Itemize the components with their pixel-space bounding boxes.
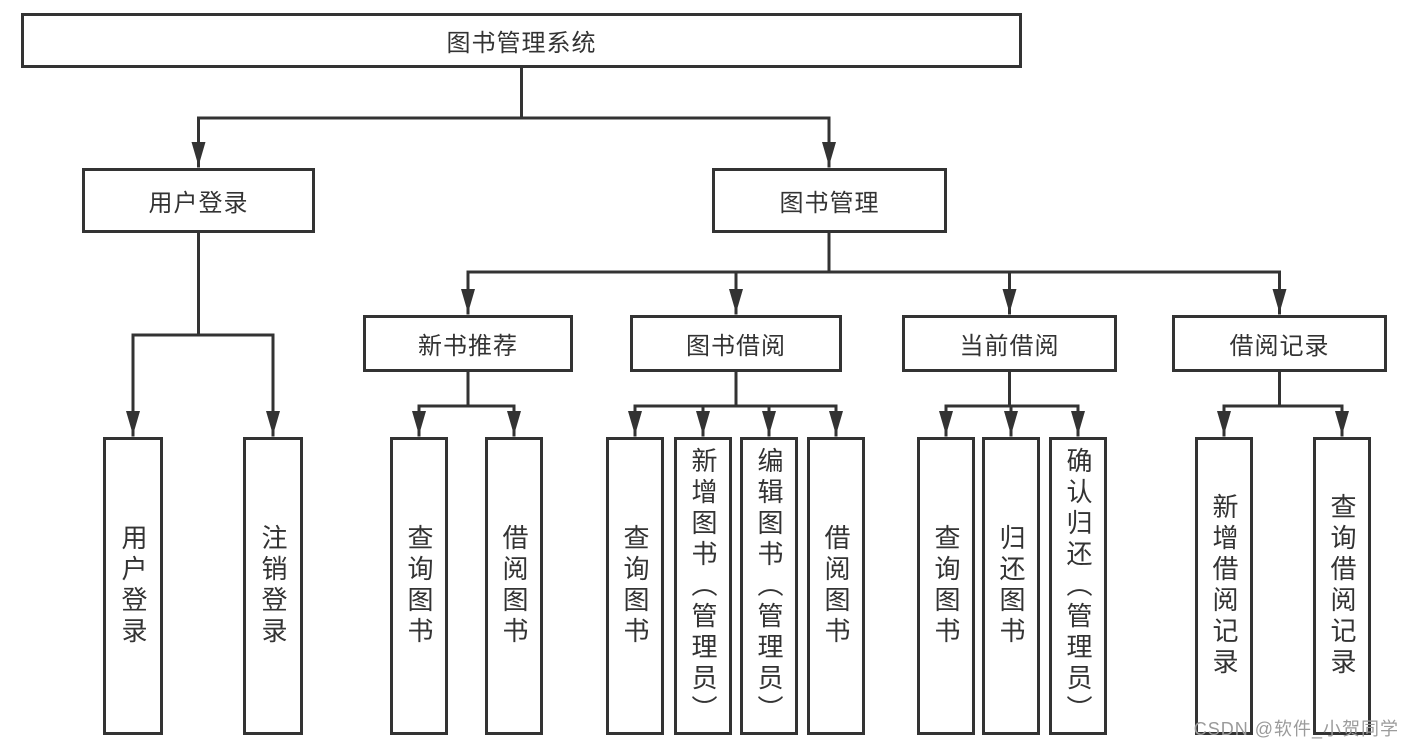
leaf-query-books-current: 查询图书: [917, 437, 975, 735]
node-current-borrow: 当前借阅: [902, 315, 1117, 372]
leaf-user-login: 用户登录: [103, 437, 163, 735]
leaf-add-books-admin: 新增图书（管理员）: [674, 437, 732, 735]
leaf-add-borrow-record: 新增借阅记录: [1195, 437, 1253, 735]
leaf-logout: 注销登录: [243, 437, 303, 735]
leaf-label: 新增借阅记录: [1209, 493, 1239, 679]
node-book-management: 图书管理: [712, 168, 947, 233]
node-user-login: 用户登录: [82, 168, 315, 233]
leaf-query-books-borrow: 查询图书: [606, 437, 664, 735]
leaf-confirm-return-admin: 确认归还（管理员）: [1049, 437, 1107, 735]
node-book-borrow: 图书借阅: [630, 315, 842, 372]
leaf-edit-books-admin: 编辑图书（管理员）: [740, 437, 798, 735]
leaf-label: 归还图书: [996, 524, 1026, 648]
node-library-management-system: 图书管理系统: [21, 13, 1022, 68]
leaf-label: 编辑图书（管理员）: [754, 446, 784, 726]
leaf-query-books-recommend: 查询图书: [390, 437, 448, 735]
node-borrow-records: 借阅记录: [1172, 315, 1387, 372]
leaf-label: 用户登录: [118, 524, 148, 648]
watermark: CSDN @软件_小贺同学: [1193, 719, 1399, 739]
leaf-return-books: 归还图书: [982, 437, 1040, 735]
node-new-book-recommend: 新书推荐: [363, 315, 573, 372]
leaf-label: 查询图书: [620, 524, 650, 648]
leaf-label: 注销登录: [258, 524, 288, 648]
leaf-label: 确认归还（管理员）: [1063, 446, 1093, 726]
leaf-label: 借阅图书: [499, 524, 529, 648]
leaf-borrow-books: 借阅图书: [807, 437, 865, 735]
leaf-label: 查询图书: [931, 524, 961, 648]
leaf-label: 查询图书: [404, 524, 434, 648]
leaf-borrow-books-recommend: 借阅图书: [485, 437, 543, 735]
leaf-label: 借阅图书: [821, 524, 851, 648]
leaf-label: 查询借阅记录: [1327, 493, 1357, 679]
leaf-query-borrow-record: 查询借阅记录: [1313, 437, 1371, 735]
leaf-label: 新增图书（管理员）: [688, 446, 718, 726]
